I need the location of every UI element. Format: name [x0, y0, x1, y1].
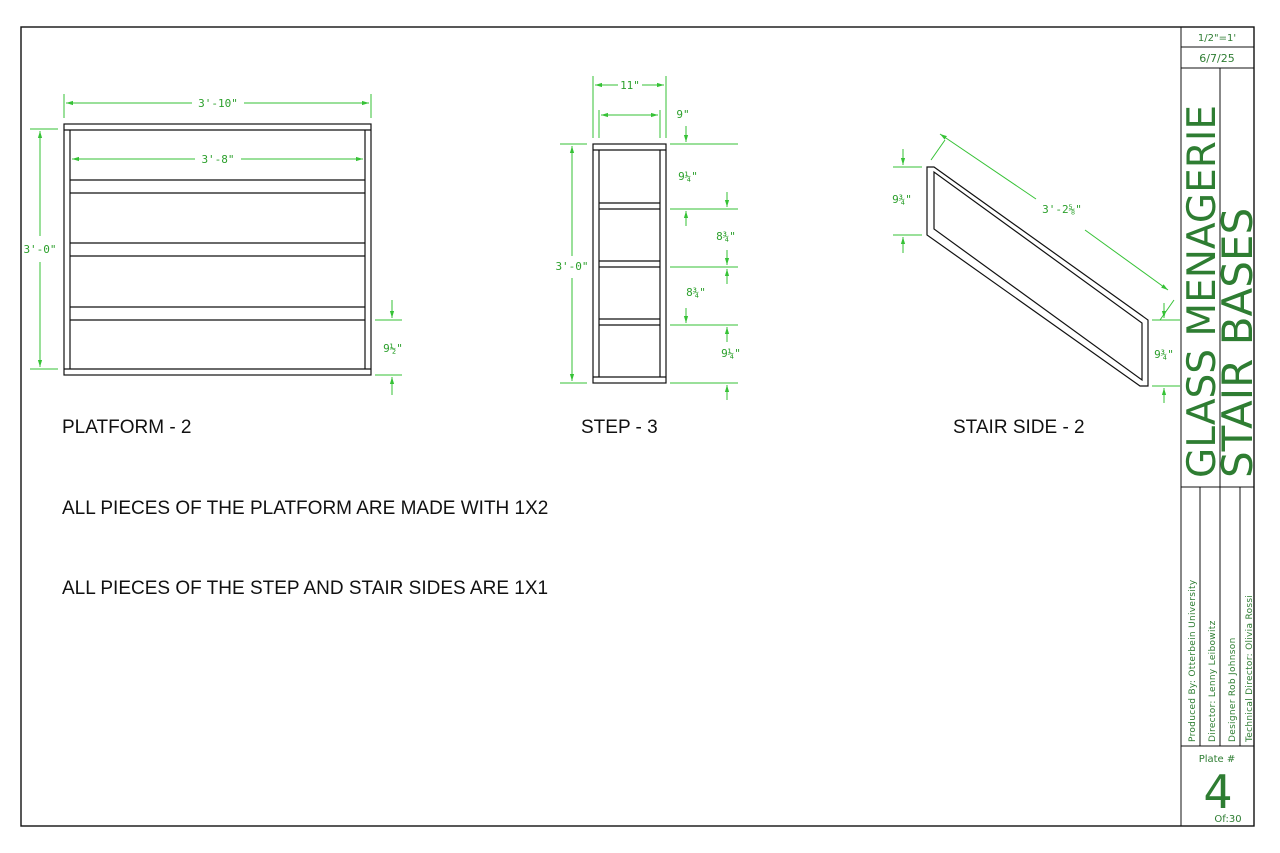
- step-label: STEP - 3: [581, 417, 658, 438]
- stair-side-length: 3'-2⅝": [1042, 203, 1082, 216]
- platform-outer-frame: [63, 123, 372, 376]
- stair-side-outer: [926, 166, 1149, 387]
- produced-by: Produced By: Otterbein University: [1188, 579, 1198, 742]
- step-spacing-2: 8¾": [716, 230, 736, 243]
- plate-label: Plate #: [1199, 754, 1236, 765]
- sheet-border: [20, 26, 1255, 827]
- step-spacing-3: 8¾": [686, 286, 706, 299]
- sheet-title: STAIR BASES: [1213, 208, 1262, 478]
- designer-credit: Designer Rob Johnson: [1228, 637, 1238, 742]
- stair-side-label: STAIR SIDE - 2: [953, 417, 1085, 438]
- platform-inner-width: 3'-8": [201, 153, 234, 166]
- step-height: 3'-0": [555, 260, 588, 273]
- step-spacing-1: 9¼": [678, 170, 698, 183]
- step-inner-width: 9": [676, 108, 689, 121]
- stair-side-inner: [933, 170, 1143, 382]
- step-view: 11" 9" 3'-0" 9¼" 8¾" 8¾" 9¼" STEP - 3: [555, 76, 741, 438]
- note-platform-material: ALL PIECES OF THE PLATFORM ARE MADE WITH…: [62, 498, 548, 519]
- platform-overall-width: 3'-10": [198, 97, 238, 110]
- platform-height: 3'-0": [23, 243, 56, 256]
- stair-side-right-height: 9¾": [1154, 348, 1174, 361]
- show-title: GLASS MENAGERIE: [1180, 105, 1225, 478]
- scale-text: 1/2"=1': [1198, 33, 1236, 44]
- stair-side-view: 3'-2⅝" 9¾" 9¾" STAIR SIDE - 2: [892, 133, 1180, 438]
- step-overall-width: 11": [620, 79, 640, 92]
- platform-view: 3'-10" 3'-8" 3'-0" 9½" PLATFORM - 2: [23, 94, 403, 438]
- plate-of: Of:30: [1214, 814, 1241, 825]
- step-spacing-4: 9¼": [721, 347, 741, 360]
- date-text: 6/7/25: [1199, 52, 1234, 65]
- technical-director-credit: Technical Director: Olivia Rossi: [1245, 595, 1255, 743]
- note-step-material: ALL PIECES OF THE STEP AND STAIR SIDES A…: [62, 578, 548, 599]
- platform-label: PLATFORM - 2: [62, 417, 192, 438]
- director-credit: Director: Lenny Leibowitz: [1208, 620, 1218, 742]
- plate-number: 4: [1203, 765, 1232, 819]
- stair-side-left-height: 9¾": [892, 193, 912, 206]
- platform-rail-height: 9½": [383, 342, 403, 355]
- step-outer-frame: [592, 143, 667, 384]
- title-block: 1/2"=1' 6/7/25 GLASS MENAGERIE STAIR BAS…: [1180, 27, 1262, 826]
